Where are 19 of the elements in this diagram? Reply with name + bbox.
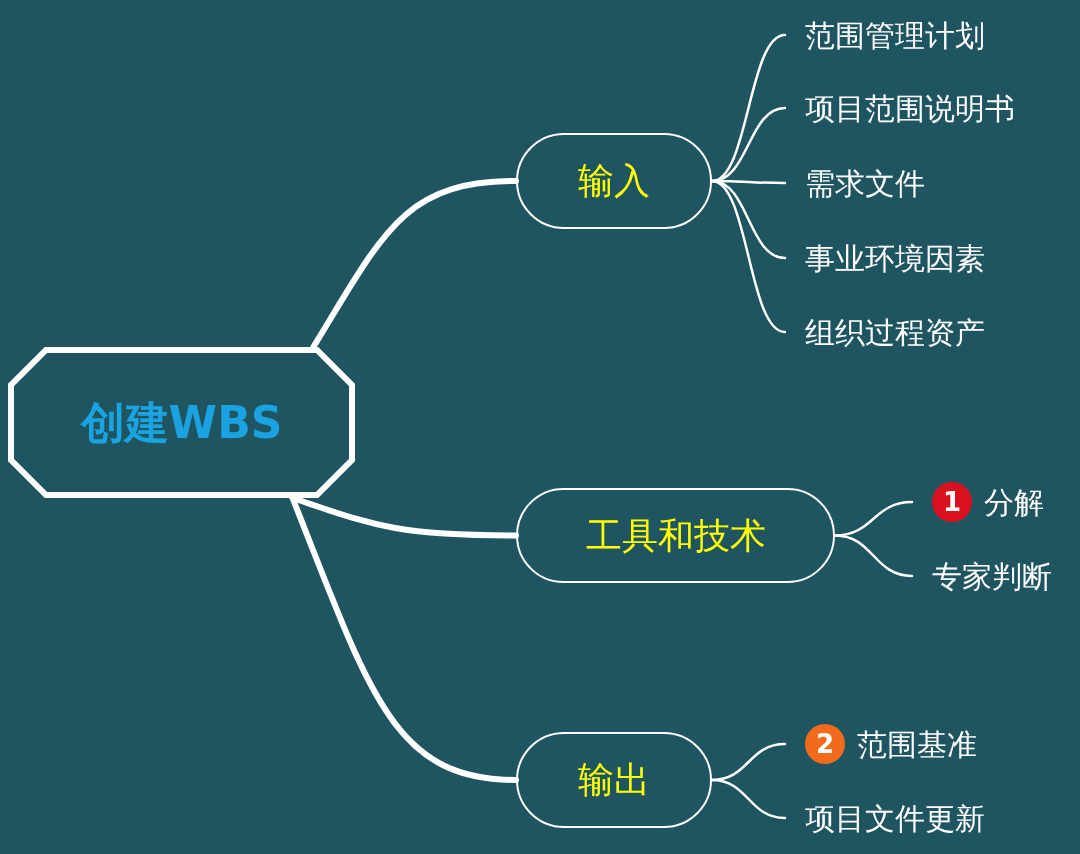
connector-line [710, 778, 787, 820]
item-text: 专家判断 [932, 557, 1052, 596]
item-text: 项目范围说明书 [805, 89, 1015, 128]
number-badge: 1 [932, 482, 972, 522]
item-text: 范围基准 [857, 725, 977, 764]
item-text: 范围管理计划 [805, 16, 985, 55]
connector-line [833, 534, 914, 578]
item-text: 组织过程资产 [805, 313, 985, 352]
item-text: 需求文件 [805, 164, 925, 203]
item-text: 分解 [984, 483, 1044, 522]
number-badge: 2 [805, 724, 845, 764]
branch-line [310, 178, 519, 350]
item-text: 项目文件更新 [805, 799, 985, 838]
pill-box: 工具和技术 [516, 488, 835, 583]
item-text: 事业环境因素 [805, 239, 985, 278]
connector-line [710, 179, 787, 334]
pill-box: 输出 [516, 732, 712, 828]
pill-box: 输入 [516, 133, 712, 229]
topic-text: 创建WBS [80, 395, 283, 450]
